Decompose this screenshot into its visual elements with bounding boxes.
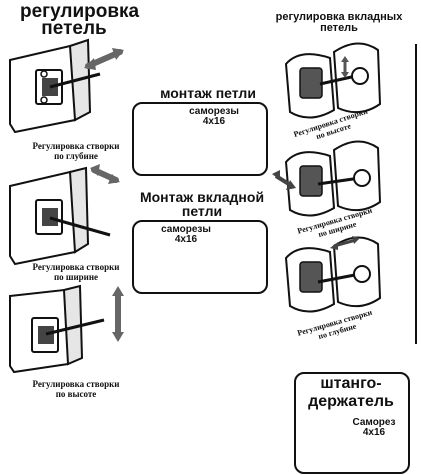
holder-title-line2: держатель [308, 393, 394, 410]
holder-title: штанго- держатель [296, 376, 406, 410]
left-title-line1: регулировка [20, 1, 140, 22]
mount-screws-label: саморезы 4x16 [184, 107, 244, 127]
mount-screws-size: 4x16 [202, 116, 226, 127]
left-caption-width: Регулировка створки по ширине [6, 262, 146, 282]
left-caption-width-line2: по ширине [53, 272, 99, 282]
inset-screws-text: саморезы [161, 224, 211, 235]
right-divider [415, 44, 417, 344]
mount-hinge-box [132, 102, 268, 176]
right-title-line1: регулировка вкладных [275, 11, 403, 23]
inset-title-line2: петли [181, 203, 223, 219]
inset-screws-size: 4x16 [174, 234, 198, 245]
left-caption-width-line1: Регулировка створки [32, 262, 120, 272]
inset-depth-figure [284, 236, 382, 313]
left-caption-height-line2: по высоте [55, 389, 97, 399]
left-caption-depth-line1: Регулировка створки [32, 141, 120, 151]
holder-screw-text: Саморез [352, 417, 396, 428]
mount-title: монтаж петли [160, 85, 256, 101]
inset-title: Монтаж вкладной петли [127, 190, 277, 218]
inset-title-line1: Монтаж вкладной [139, 189, 265, 205]
mount-screws-text: саморезы [189, 106, 239, 117]
right-title: регулировка вкладных петель [258, 12, 420, 34]
left-caption-depth: Регулировка створки по глубине [6, 141, 146, 161]
inset-screws-label: саморезы 4x16 [156, 225, 216, 245]
inset-hinge-box [132, 220, 268, 294]
left-caption-height-line1: Регулировка створки [32, 379, 120, 389]
hinge-width-figure [9, 164, 120, 266]
holder-screw-label: Саморез 4x16 [344, 418, 404, 438]
left-title-line2: петель [41, 18, 107, 39]
inset-width-figure [272, 140, 382, 217]
inset-height-figure [284, 42, 382, 119]
left-caption-height: Регулировка створки по высоте [6, 379, 146, 399]
hinge-depth-figure [9, 38, 124, 134]
left-caption-depth-line2: по глубине [54, 151, 98, 161]
hinge-height-figure [9, 284, 124, 374]
holder-title-line1: штанго- [320, 375, 382, 392]
holder-screw-size: 4x16 [362, 427, 386, 438]
left-title: регулировка петель [20, 1, 140, 39]
right-title-line2: петель [320, 22, 358, 34]
rod-holder-box [294, 372, 410, 474]
